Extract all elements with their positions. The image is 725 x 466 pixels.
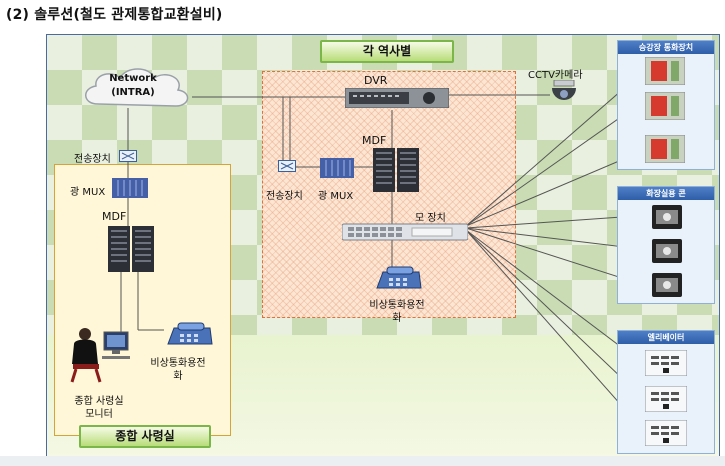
elevator-intercom-icon (645, 420, 687, 446)
station-area-title: 각 역사별 (320, 40, 454, 63)
station-transmission-label: 전송장치 (266, 191, 303, 202)
station-emergency-phone-icon (376, 266, 422, 289)
dvr-label: DVR (364, 74, 388, 87)
master-unit-label: 모 장치 (415, 213, 446, 224)
station-transmission-icon (278, 160, 296, 172)
network-sublabel: (INTRA) (111, 87, 155, 98)
station-emergency-phone-label-line2: 화 (392, 313, 402, 324)
restroom-call-icon (652, 205, 682, 229)
cctv-label: CCTV카메라 (528, 70, 583, 81)
restroom-call-icon (652, 273, 682, 297)
operator-workstation-icon (70, 328, 130, 383)
dvr-device-icon (345, 88, 449, 108)
panel-platform-intercom-title: 승강장 통화장치 (618, 41, 714, 54)
panel-elevator-title: 엘리베이터 (618, 331, 714, 344)
platform-intercom-icon (645, 57, 685, 85)
elevator-intercom-icon (645, 350, 687, 376)
hq-area-title: 종합 사령실 (79, 425, 211, 448)
bottom-bar (0, 456, 725, 466)
hq-optical-mux-icon (112, 178, 148, 198)
master-unit-icon (342, 223, 468, 241)
operator-label-line2: 모니터 (85, 409, 113, 420)
hq-transmission-label: 전송장치 (74, 154, 111, 165)
hq-emergency-phone-icon (167, 322, 213, 345)
station-optical-mux-icon (320, 158, 354, 178)
hq-emergency-phone-label-line1: 비상통화용전 (150, 358, 206, 369)
restroom-call-icon (652, 239, 682, 263)
station-emergency-phone-label-line1: 비상통화용전 (369, 300, 425, 311)
station-mdf-rack-icon (373, 148, 419, 192)
cctv-camera-icon (552, 80, 576, 100)
station-optical-mux-label: 광 MUX (318, 191, 354, 202)
hq-mdf-label: MDF (102, 210, 127, 223)
hq-optical-mux-label: 광 MUX (70, 187, 106, 198)
platform-intercom-icon (645, 92, 685, 120)
station-mdf-label: MDF (362, 134, 387, 147)
hq-transmission-icon (119, 150, 137, 162)
elevator-intercom-icon (645, 386, 687, 412)
network-label: Network (109, 73, 157, 84)
page-title: (2) 솔루션(철도 관제통합교환설비) (6, 7, 223, 23)
network-cloud-icon (85, 68, 189, 107)
operator-label-line1: 종합 사령실 (74, 396, 124, 407)
hq-mdf-rack-icon (108, 226, 154, 272)
platform-intercom-icon (645, 135, 685, 163)
panel-restroom-call-title: 화장실용 콘 (618, 187, 714, 200)
hq-emergency-phone-label-line2: 화 (173, 371, 183, 382)
hq-area (54, 164, 231, 436)
